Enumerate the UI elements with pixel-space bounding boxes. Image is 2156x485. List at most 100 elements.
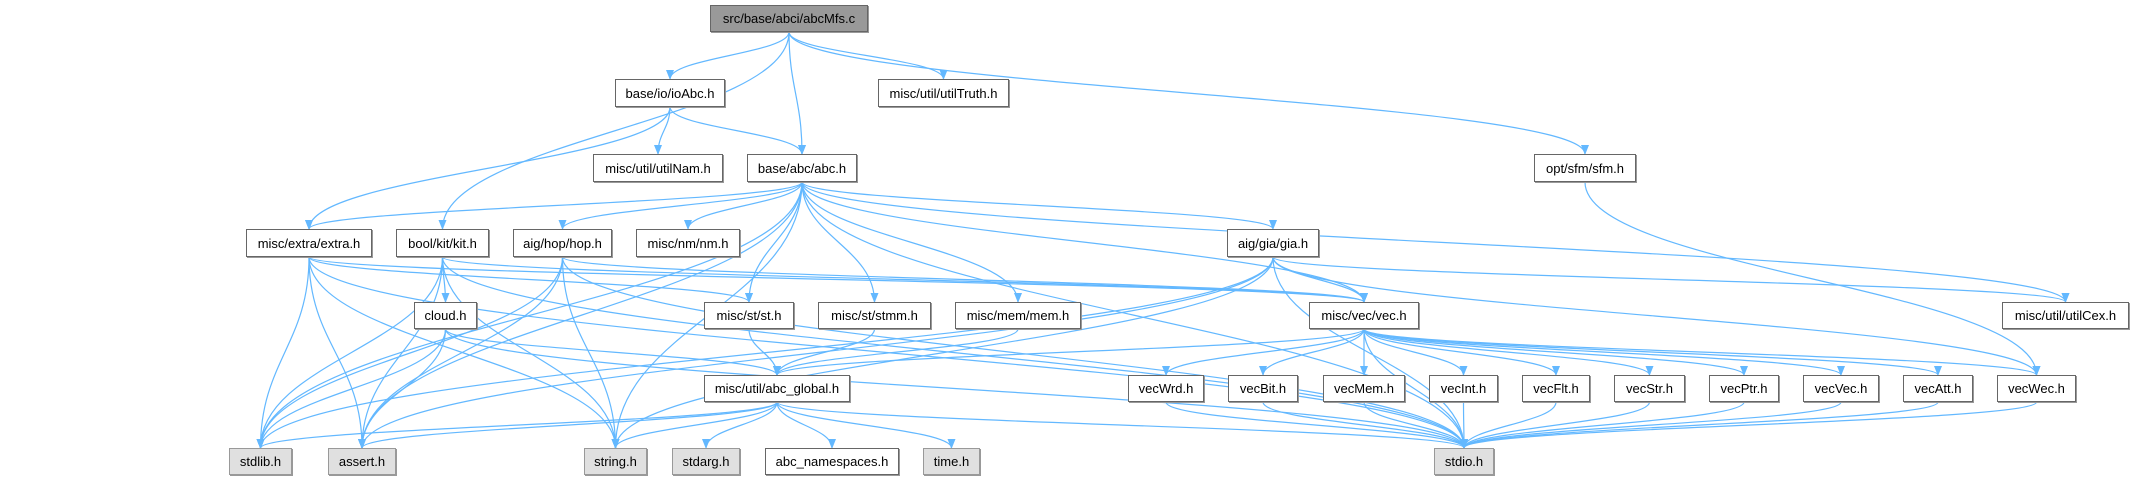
include-edge: [666, 31, 790, 80]
include-edge: [308, 256, 753, 303]
root-file-node[interactable]: src/base/abci/abcMfs.c: [710, 5, 868, 32]
include-edge: [702, 401, 778, 449]
header-node[interactable]: vecAtt.h: [1903, 375, 1973, 402]
header-node[interactable]: vecPtr.h: [1709, 375, 1779, 402]
include-edge: [358, 401, 778, 449]
header-node[interactable]: base/abc/abc.h: [747, 154, 857, 182]
system-header-node: stdlib.h: [229, 448, 292, 475]
include-edge: [1165, 401, 1468, 449]
include-edge: [776, 401, 956, 449]
include-edge: [308, 256, 1468, 449]
include-edge: [305, 106, 671, 230]
include-edge: [444, 328, 1468, 449]
include-edge: [1363, 328, 1468, 449]
system-header-node: stdio.h: [1434, 448, 1494, 475]
header-node[interactable]: misc/st/stmm.h: [818, 302, 931, 329]
include-edge: [358, 256, 444, 449]
include-edge: [256, 256, 310, 449]
include-edge: [1259, 328, 1365, 376]
include-edge: [1460, 401, 1939, 449]
include-edge: [801, 181, 2070, 303]
include-edge: [1459, 401, 1468, 449]
include-edge: [441, 256, 450, 303]
include-edge: [684, 181, 803, 230]
include-edge: [801, 181, 1277, 230]
header-node[interactable]: misc/util/utilCex.h: [2002, 302, 2129, 329]
include-edge: [788, 31, 1589, 155]
header-node[interactable]: misc/util/utilTruth.h: [878, 79, 1009, 107]
include-edge: [776, 401, 836, 449]
header-node[interactable]: vecWec.h: [1997, 375, 2076, 402]
include-edge: [1272, 256, 1468, 449]
include-edge: [773, 328, 1365, 376]
include-edge: [358, 256, 564, 449]
header-node[interactable]: misc/util/abc_global.h: [704, 375, 850, 402]
header-node[interactable]: vecVec.h: [1803, 375, 1879, 402]
include-edge: [444, 328, 781, 376]
header-node[interactable]: vecMem.h: [1323, 375, 1405, 402]
header-node[interactable]: aig/hop/hop.h: [513, 229, 612, 257]
include-edge: [308, 256, 366, 449]
include-edge: [358, 328, 447, 449]
header-node[interactable]: misc/extra/extra.h: [246, 229, 372, 257]
include-edge: [801, 181, 1022, 303]
include-edge: [1584, 181, 2041, 376]
header-node[interactable]: bool/kit/kit.h: [396, 229, 489, 257]
include-edge: [801, 181, 879, 303]
include-edge: [1162, 328, 1365, 376]
include-edge: [558, 181, 803, 230]
include-edge: [256, 328, 447, 449]
include-edge: [788, 31, 806, 155]
system-header-node: assert.h: [328, 448, 396, 475]
include-edge: [801, 181, 1468, 449]
include-edge: [256, 256, 1274, 449]
header-node[interactable]: base/io/ioAbc.h: [615, 79, 725, 107]
header-node[interactable]: misc/st/st.h: [704, 302, 794, 329]
include-edge: [1262, 401, 1468, 449]
system-header-node: stdarg.h: [672, 448, 740, 475]
include-edge: [561, 256, 620, 449]
header-node[interactable]: misc/util/utilNam.h: [593, 154, 723, 182]
header-node[interactable]: vecStr.h: [1614, 375, 1685, 402]
include-edge: [1363, 328, 1942, 376]
include-edge: [256, 181, 803, 449]
include-edge: [441, 256, 620, 449]
header-node[interactable]: opt/sfm/sfm.h: [1534, 154, 1636, 182]
include-edge: [438, 31, 790, 230]
include-edge: [1363, 328, 1845, 376]
include-edge: [745, 181, 803, 303]
include-edge: [256, 256, 444, 449]
header-node[interactable]: vecInt.h: [1429, 375, 1498, 402]
include-edge: [611, 256, 1274, 449]
header-node[interactable]: misc/nm/nm.h: [636, 229, 740, 257]
include-edge: [441, 256, 1368, 303]
include-edge: [1460, 401, 1651, 449]
system-header-node: time.h: [923, 448, 980, 475]
header-node[interactable]: vecWrd.h: [1128, 375, 1204, 402]
header-node[interactable]: cloud.h: [414, 302, 477, 329]
include-edge: [773, 328, 1019, 376]
include-edge: [358, 256, 1274, 449]
header-node[interactable]: abc_namespaces.h: [765, 448, 899, 475]
include-edge: [1460, 401, 1842, 449]
header-node[interactable]: misc/mem/mem.h: [955, 302, 1081, 329]
include-edge: [1363, 328, 1560, 376]
header-node[interactable]: aig/gia/gia.h: [1227, 229, 1319, 257]
include-edge: [611, 401, 778, 449]
header-node[interactable]: vecBit.h: [1228, 375, 1298, 402]
header-node[interactable]: vecFlt.h: [1522, 375, 1590, 402]
include-edge: [1272, 256, 2070, 303]
header-node[interactable]: misc/vec/vec.h: [1309, 302, 1419, 329]
include-edge: [1363, 328, 1748, 376]
include-edge: [1272, 256, 2041, 376]
include-edge: [256, 256, 564, 449]
include-edge: [1460, 401, 1745, 449]
include-edge: [561, 256, 1468, 449]
include-edge: [441, 256, 1468, 449]
include-edge: [1363, 328, 1468, 376]
include-edge: [1363, 328, 1654, 376]
include-edge: [776, 401, 1468, 449]
system-header-node: string.h: [584, 448, 647, 475]
